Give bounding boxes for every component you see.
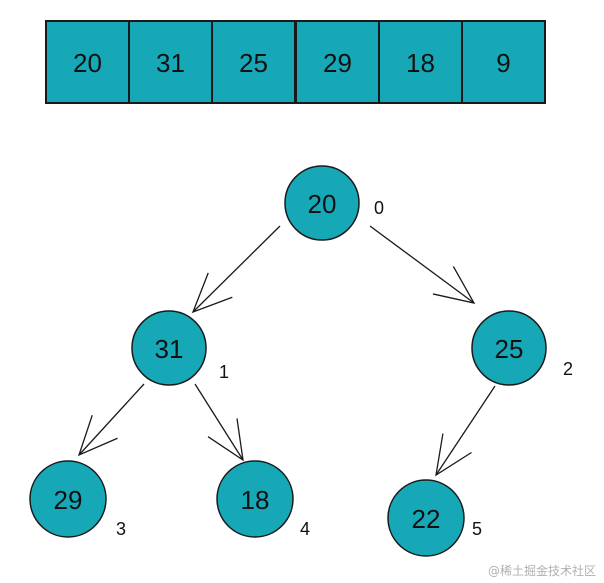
array-cell-value: 20	[73, 48, 102, 78]
array-cell-value: 25	[239, 48, 268, 78]
tree-node-value: 22	[412, 504, 441, 534]
tree-node-value: 20	[308, 189, 337, 219]
tree-node-index: 1	[219, 362, 229, 382]
edge-arrowhead	[77, 414, 118, 457]
tree-node-1	[131, 310, 207, 386]
tree-nodes: 20 0 31 1 25 2 29 3 18 4 22 5	[29, 165, 573, 557]
tree-node-index: 3	[116, 519, 126, 539]
array-cell-5	[461, 20, 546, 104]
array-cell-0	[45, 20, 130, 104]
array-cell-4	[378, 20, 463, 104]
tree-node-value: 31	[155, 334, 184, 364]
tree-node-index: 4	[300, 519, 310, 539]
edge-arrowhead	[207, 418, 244, 462]
edge-arrowhead	[191, 272, 233, 314]
tree-node-value: 29	[54, 485, 83, 515]
edge-line	[194, 383, 244, 461]
tree-node-5	[387, 479, 465, 557]
edge-line	[78, 383, 145, 456]
array-cell-2	[211, 20, 296, 104]
tree-node-4	[216, 460, 294, 538]
array-cell-value: 29	[323, 48, 352, 78]
tree-node-value: 25	[495, 334, 524, 364]
array-cell-value: 9	[496, 48, 510, 78]
array-cell-value: 31	[156, 48, 185, 78]
tree-node-index: 0	[374, 198, 384, 218]
tree-node-2	[471, 310, 547, 386]
edge-line	[435, 385, 496, 476]
tree-node-3	[29, 460, 107, 538]
tree-node-0	[284, 165, 360, 241]
edge-line	[369, 225, 475, 304]
array-cell-value: 18	[406, 48, 435, 78]
edge-line	[192, 225, 281, 313]
array-cell-1	[128, 20, 213, 104]
tree-edges	[77, 225, 496, 477]
watermark: @稀土掘金技术社区	[487, 564, 596, 578]
tree-node-value: 18	[241, 485, 270, 515]
edge-arrowhead	[435, 433, 472, 477]
tree-node-index: 2	[563, 359, 573, 379]
edge-arrowhead	[432, 266, 476, 304]
array-row: 20 31 25 29 18 9	[45, 20, 546, 104]
tree-node-index: 5	[472, 519, 482, 539]
